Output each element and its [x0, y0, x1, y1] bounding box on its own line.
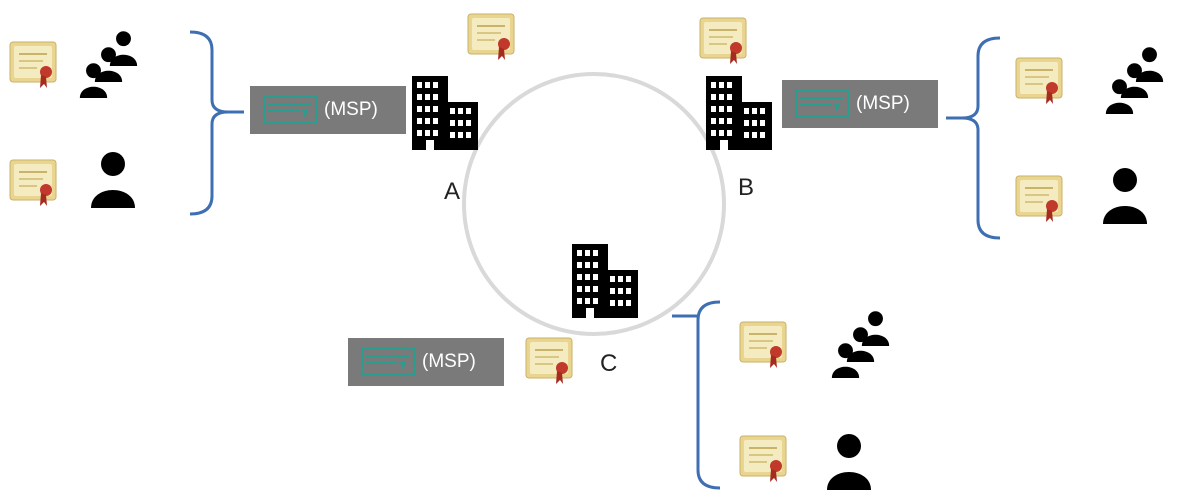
- org-b-ca-certificate-icon: [699, 17, 747, 65]
- org-c-admins-group-icon: [831, 311, 890, 378]
- org-c-user-certificate-icon: [739, 435, 787, 483]
- org-b-user-certificate-icon: [1015, 175, 1063, 223]
- org-c-label: C: [600, 350, 618, 377]
- org-b-members-bracket: [961, 36, 1001, 240]
- channel-ring: [462, 72, 726, 336]
- org-a-admins-group-icon: [79, 31, 138, 98]
- org-c-admin-certificate-icon: [739, 321, 787, 369]
- org-c-building-icon: [572, 244, 638, 318]
- org-a-admin-certificate-icon: [9, 41, 57, 89]
- org-a-building-icon: [412, 76, 478, 150]
- org-b-msp-label: (MSP): [856, 93, 910, 114]
- org-a-members-bracket: [189, 30, 229, 216]
- org-c-msp-label: (MSP): [422, 351, 476, 372]
- msp-document-icon: [795, 90, 849, 118]
- org-a-user-certificate-icon: [9, 159, 57, 207]
- org-a-msp-box: (MSP): [250, 86, 406, 134]
- org-c-ca-certificate-icon: [525, 337, 573, 385]
- org-b-msp-box: (MSP): [782, 80, 938, 128]
- org-b-user-icon: [1103, 168, 1147, 224]
- org-c-msp-box: (MSP): [348, 338, 504, 386]
- org-a-user-icon: [91, 152, 135, 208]
- org-a-msp-label: (MSP): [324, 99, 378, 120]
- org-b-admin-certificate-icon: [1015, 57, 1063, 105]
- org-c-user-icon: [827, 434, 871, 490]
- org-b-admins-group-icon: [1105, 47, 1164, 114]
- org-b-label: B: [738, 174, 755, 201]
- org-a-label: A: [444, 178, 461, 205]
- org-b-building-icon: [706, 76, 772, 150]
- msp-document-icon: [361, 348, 415, 376]
- org-c-members-bracket: [696, 300, 721, 490]
- msp-document-icon: [263, 96, 317, 124]
- org-a-ca-certificate-icon: [467, 13, 515, 61]
